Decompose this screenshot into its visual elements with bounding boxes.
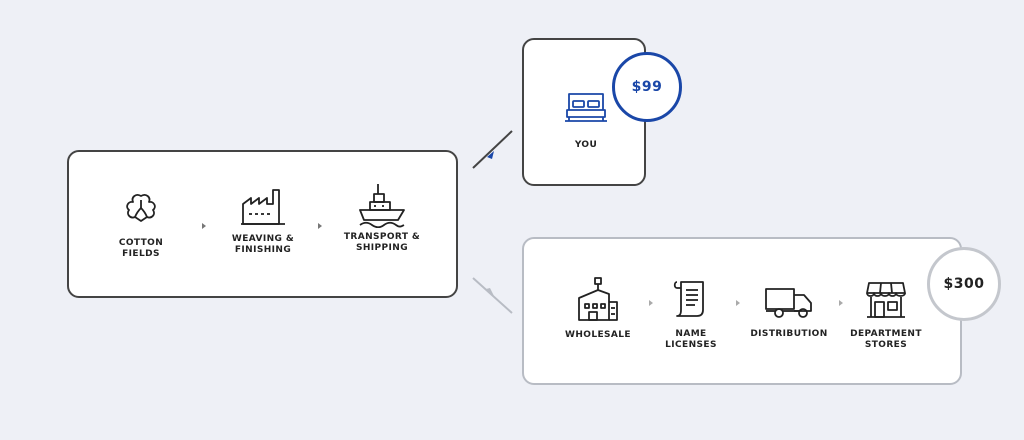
step-cotton-fields: COTTON FIELDS <box>86 188 196 260</box>
step-label: DISTRIBUTION <box>750 329 828 339</box>
flow-arrow <box>649 300 653 306</box>
retail-card: WHOLESALE NAME LICENSES <box>522 237 962 385</box>
connector-retail <box>472 277 513 314</box>
step-label: DEPARTMENT STORES <box>850 329 922 350</box>
step-label: COTTON FIELDS <box>118 238 164 259</box>
flow-arrow <box>736 300 740 306</box>
bed-icon <box>565 93 607 122</box>
license-document-icon <box>673 281 704 317</box>
cotton-icon <box>126 194 156 222</box>
step-transport-shipping: TRANSPORT & SHIPPING <box>327 182 437 254</box>
ship-icon <box>359 184 405 228</box>
step-label: NAME LICENSES <box>665 329 717 350</box>
step-label: WEAVING & FINISHING <box>231 234 295 255</box>
direct-price-badge: $99 <box>612 52 682 122</box>
step-label: TRANSPORT & SHIPPING <box>343 232 421 253</box>
step-weaving-finishing: WEAVING & FINISHING <box>208 184 318 256</box>
connector-direct-arrow <box>487 151 494 159</box>
connector-direct <box>472 130 513 169</box>
step-department-stores: DEPARTMENT STORES <box>831 279 941 351</box>
step-distribution: DISTRIBUTION <box>734 285 844 340</box>
connector-retail-arrow <box>486 288 494 296</box>
store-icon <box>866 282 906 318</box>
flow-arrow <box>839 300 843 306</box>
flow-arrow <box>318 223 322 229</box>
truck-icon <box>765 288 812 318</box>
step-label: WHOLESALE <box>565 330 631 340</box>
step-name-licenses: NAME LICENSES <box>636 278 746 351</box>
warehouse-icon <box>578 277 618 321</box>
step-label: YOU <box>574 140 598 150</box>
source-card: COTTON FIELDS WEAVING & FINISHING <box>67 150 458 298</box>
factory-icon <box>241 189 285 225</box>
step-wholesale: WHOLESALE <box>543 276 653 341</box>
step-you: YOU <box>531 90 641 151</box>
flow-arrow <box>202 223 206 229</box>
retail-price-badge: $300 <box>927 247 1001 321</box>
